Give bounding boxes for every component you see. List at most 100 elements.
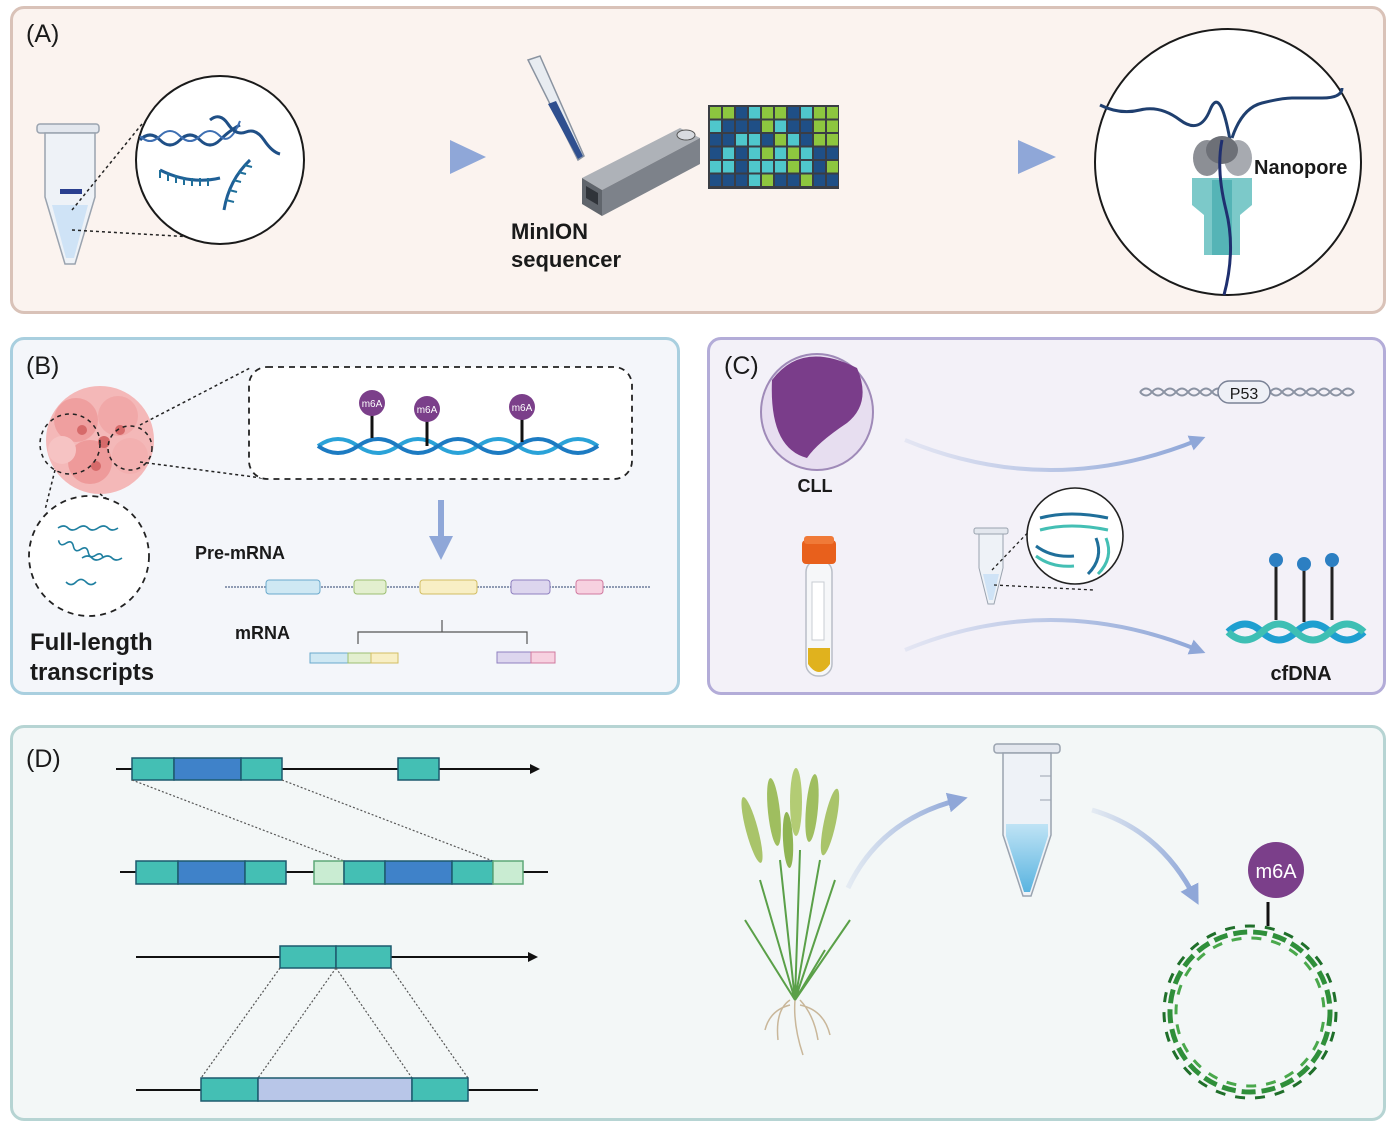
sequencer-label-line1: MinION	[511, 219, 588, 244]
signal-cell	[749, 161, 760, 173]
signal-cell	[814, 107, 825, 119]
signal-cell	[762, 107, 773, 119]
signal-cell	[801, 120, 812, 132]
signal-cell	[736, 147, 747, 159]
pre-mrna-label: Pre-mRNA	[195, 543, 285, 563]
signal-cell	[814, 134, 825, 146]
signal-cell	[723, 107, 734, 119]
signal-heatmap-grid	[708, 105, 839, 189]
curved-arrow-tube-to-rna	[1091, 807, 1199, 905]
signal-cell	[736, 120, 747, 132]
signal-cell	[801, 107, 812, 119]
signal-cell	[801, 147, 812, 159]
signal-cell	[710, 134, 721, 146]
p53-gene-helix	[1139, 380, 1355, 404]
cll-label: CLL	[798, 476, 833, 496]
signal-cell	[788, 174, 799, 186]
signal-cell	[801, 161, 812, 173]
signal-cell	[749, 134, 760, 146]
curved-arrow-p53	[904, 435, 1206, 472]
signal-cell	[827, 120, 838, 132]
cfdna-zoom-circle	[1026, 487, 1124, 585]
rna-sample-tube-icon	[993, 743, 1061, 897]
panel-d-label: (D)	[26, 745, 61, 773]
sequencer-label-line2: sequencer	[511, 247, 621, 272]
panel-b-label: (B)	[26, 352, 60, 380]
signal-cell	[723, 120, 734, 132]
cfdna-label: cfDNA	[1270, 663, 1331, 685]
m6a-marker: m6A	[509, 394, 535, 442]
gene-duplication-track	[120, 860, 548, 885]
tumor-cell-cluster	[39, 386, 154, 494]
circular-rna-helix	[1162, 842, 1338, 1100]
pre-mrna-track	[225, 579, 650, 595]
signal-cell	[788, 134, 799, 146]
signal-cell	[762, 147, 773, 159]
signal-cell	[710, 174, 721, 186]
mrna-label: mRNA	[235, 623, 290, 643]
panel-c-label: (C)	[724, 352, 759, 380]
signal-cell	[788, 161, 799, 173]
signal-cell	[762, 161, 773, 173]
mrna-isoforms	[309, 620, 556, 664]
signal-cell	[827, 174, 838, 186]
signal-cell	[801, 174, 812, 186]
signal-cell	[775, 120, 786, 132]
signal-cell	[801, 134, 812, 146]
signal-cell	[762, 120, 773, 132]
dna-double-helix	[316, 437, 600, 455]
signal-cell	[814, 161, 825, 173]
microtube-icon	[36, 123, 100, 265]
m6a-label: m6A	[362, 399, 383, 410]
signal-cell	[736, 134, 747, 146]
m6a-marker: m6A	[359, 390, 385, 438]
p53-label: P53	[1230, 386, 1259, 403]
signal-cell	[710, 147, 721, 159]
signal-cell	[749, 174, 760, 186]
curved-arrow-plant-to-tube	[845, 792, 968, 890]
signal-cell	[788, 107, 799, 119]
signal-cell	[710, 120, 721, 132]
signal-cell	[749, 147, 760, 159]
m6a-marker: m6A	[414, 396, 440, 446]
signal-cell	[762, 134, 773, 146]
signal-cell	[814, 120, 825, 132]
signal-cell	[775, 134, 786, 146]
signal-cell	[736, 161, 747, 173]
signal-cell	[788, 147, 799, 159]
panel-a-label: (A)	[26, 20, 60, 48]
full-length-caption-line2: transcripts	[30, 659, 154, 686]
full-length-caption-line1: Full-length	[30, 629, 153, 656]
signal-cell	[814, 147, 825, 159]
nanopore-label: Nanopore	[1254, 157, 1347, 179]
gene-insertion-track	[136, 945, 538, 1102]
curved-arrow-cfdna	[904, 618, 1206, 655]
signal-cell	[788, 120, 799, 132]
signal-cell	[736, 174, 747, 186]
signal-cell	[827, 161, 838, 173]
signal-cell	[827, 134, 838, 146]
pipette-icon	[526, 55, 585, 162]
m6a-label: m6A	[1255, 861, 1297, 883]
small-microtube-icon	[973, 527, 1009, 605]
signal-cell	[749, 120, 760, 132]
signal-cell	[814, 174, 825, 186]
signal-cell	[723, 134, 734, 146]
signal-cell	[827, 107, 838, 119]
signal-cell	[710, 161, 721, 173]
signal-cell	[775, 147, 786, 159]
signal-cell	[749, 107, 760, 119]
nanopore-zoom-circle	[1094, 28, 1362, 296]
m6a-zoom-box	[248, 366, 633, 480]
signal-cell	[775, 107, 786, 119]
m6a-label: m6A	[512, 403, 533, 414]
m6a-label: m6A	[417, 405, 438, 416]
blood-tube-icon	[802, 536, 836, 677]
methylated-cfdna-helix	[1225, 553, 1367, 644]
minion-sequencer-icon	[582, 128, 700, 216]
transcript-zoom-circle	[28, 495, 150, 617]
signal-cell	[775, 174, 786, 186]
signal-cell	[736, 107, 747, 119]
signal-cell	[762, 174, 773, 186]
